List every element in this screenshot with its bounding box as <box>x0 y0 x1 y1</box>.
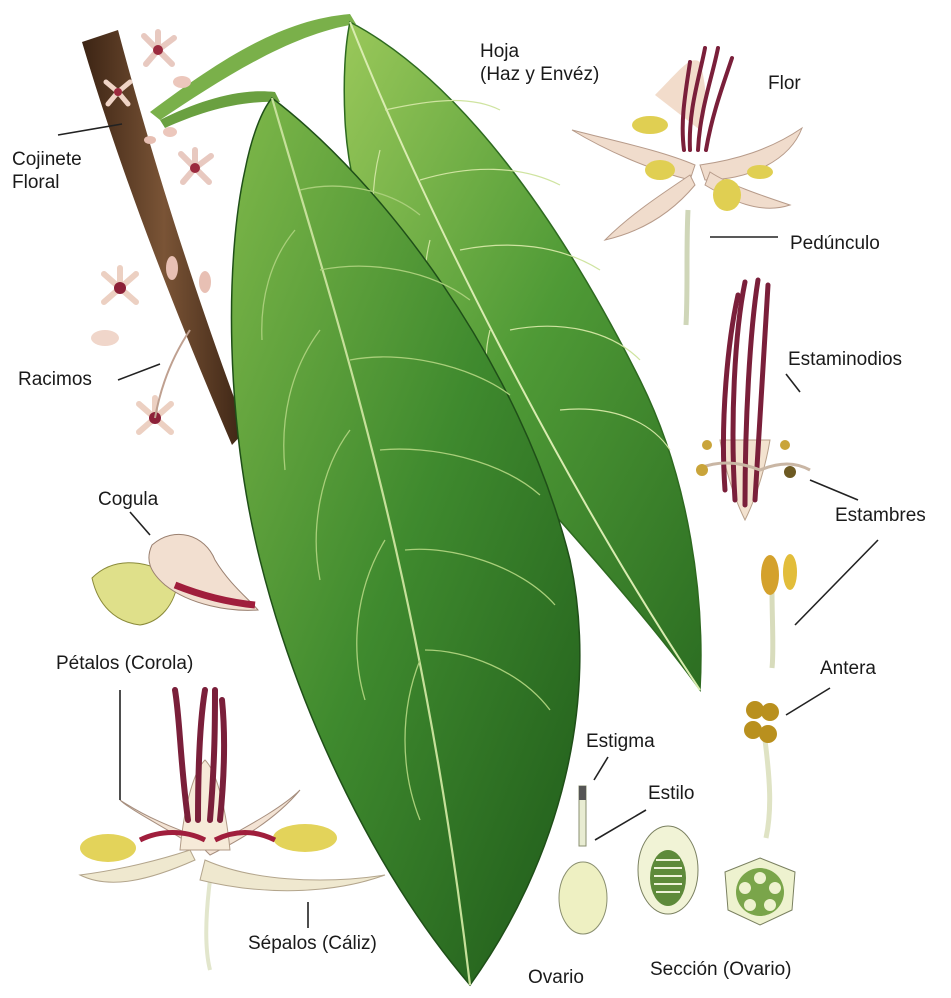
petiole-back <box>150 14 356 120</box>
label-estigma: Estigma <box>586 730 655 753</box>
cowl-illustration <box>92 534 258 625</box>
label-ovario: Ovario <box>528 966 584 989</box>
ovary-section-cross <box>725 858 795 925</box>
pistil-illustration <box>559 786 607 934</box>
staminodes-illustration <box>696 280 810 520</box>
label-petalos: Pétalos (Corola) <box>56 652 193 675</box>
label-pedunculo: Pedúnculo <box>790 232 880 255</box>
label-sepalos: Sépalos (Cáliz) <box>248 932 377 955</box>
label-flor: Flor <box>768 72 801 95</box>
label-antera: Antera <box>820 657 876 680</box>
label-hoja: Hoja (Haz y Envéz) <box>480 40 599 86</box>
label-cogula: Cogula <box>98 488 158 511</box>
label-estaminodios: Estaminodios <box>788 348 902 371</box>
stamen-illustration <box>761 554 797 668</box>
label-estilo: Estilo <box>648 782 694 805</box>
label-estambres: Estambres <box>835 504 926 527</box>
label-seccion-ovario: Sección (Ovario) <box>650 958 792 981</box>
label-racimos: Racimos <box>18 368 92 391</box>
label-cojinete-floral: Cojinete Floral <box>12 148 82 194</box>
anther-illustration <box>744 701 779 838</box>
ovary-section-long <box>638 826 698 914</box>
